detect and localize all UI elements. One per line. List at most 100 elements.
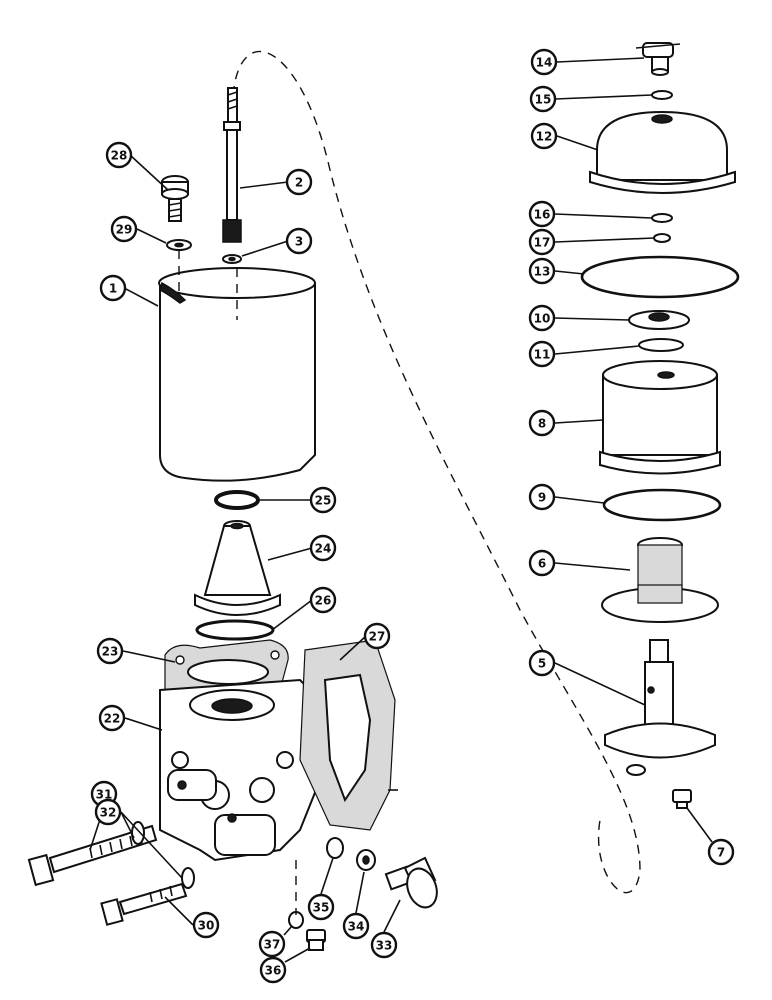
callout-24: 24 — [309, 534, 337, 562]
leader-lines — [89, 57, 713, 963]
callout-label: 35 — [313, 901, 330, 915]
assembly-dashed-path — [232, 51, 641, 894]
part-10-retainer — [628, 310, 690, 330]
part-27-gasket — [299, 639, 398, 831]
callout-label: 3 — [295, 235, 303, 249]
part-15-washer — [651, 90, 673, 100]
callout-circle — [105, 141, 133, 169]
callout-circle — [528, 228, 556, 256]
callout-label: 14 — [536, 56, 553, 70]
callout-10: 10 — [528, 304, 556, 332]
callout-label: 25 — [315, 494, 332, 508]
callout-12: 12 — [530, 122, 558, 150]
callout-circle — [98, 704, 126, 732]
part-9-o-ring — [602, 488, 722, 522]
callout-circle — [528, 304, 556, 332]
callout-circle — [707, 838, 735, 866]
callout-2: 2 — [285, 168, 313, 196]
callout-28: 28 — [105, 141, 133, 169]
callout-label: 22 — [104, 712, 121, 726]
callout-circle — [370, 931, 398, 959]
callout-label: 9 — [538, 491, 546, 505]
callout-26: 26 — [309, 586, 337, 614]
callout-label: 29 — [116, 223, 133, 237]
callout-circle — [96, 637, 124, 665]
callout-1: 1 — [99, 274, 127, 302]
callout-label: 1 — [109, 282, 117, 296]
callout-circle — [307, 893, 335, 921]
callout-label: 27 — [369, 630, 386, 644]
callout-circle — [99, 274, 127, 302]
callout-label: 24 — [315, 542, 332, 556]
callout-label: 31 — [96, 788, 113, 802]
part-36-plug — [306, 929, 326, 951]
callout-label: 2 — [295, 176, 303, 190]
callout-circle — [285, 227, 313, 255]
callout-circle — [342, 912, 370, 940]
callout-3: 3 — [285, 227, 313, 255]
callout-label: 37 — [264, 938, 281, 952]
callout-label: 15 — [535, 93, 552, 107]
callout-circle — [285, 168, 313, 196]
callout-37: 37 — [258, 930, 286, 958]
part-17-washer — [653, 233, 671, 243]
callout-circle — [259, 956, 287, 984]
callout-30: 30 — [192, 911, 220, 939]
callout-circle — [94, 798, 122, 826]
callout-label: 26 — [315, 594, 332, 608]
callout-circle — [110, 215, 138, 243]
callout-25: 25 — [309, 486, 337, 514]
part-35-washer — [326, 837, 344, 859]
callout-circle — [528, 649, 556, 677]
part-6-sleeve — [601, 537, 719, 623]
callout-6: 6 — [528, 549, 556, 577]
callout-36: 36 — [259, 956, 287, 984]
callout-5: 5 — [528, 649, 556, 677]
callout-label: 32 — [100, 806, 117, 820]
callout-circle — [258, 930, 286, 958]
callout-29: 29 — [110, 215, 138, 243]
part-32-washer-lower — [181, 867, 195, 889]
callout-layer: 1235678910111213141516172223242526272829… — [90, 48, 735, 984]
callout-label: 12 — [536, 130, 553, 144]
callout-32: 32 — [94, 798, 122, 826]
callout-34: 34 — [342, 912, 370, 940]
callout-circle — [528, 340, 556, 368]
part-1-filter-bowl — [158, 250, 316, 482]
callout-circle — [528, 549, 556, 577]
callout-27: 27 — [363, 622, 391, 650]
callout-circle — [529, 85, 557, 113]
callout-label: 23 — [102, 645, 119, 659]
part-5-center-tube — [604, 639, 716, 776]
callout-circle — [530, 48, 558, 76]
callout-22: 22 — [98, 704, 126, 732]
callout-circle — [528, 257, 556, 285]
callout-9: 9 — [528, 483, 556, 511]
callout-label: 7 — [717, 846, 725, 860]
callout-circle — [528, 409, 556, 437]
callout-label: 17 — [534, 236, 551, 250]
part-8-filter-element — [599, 360, 721, 475]
part-30-bolt — [100, 882, 188, 926]
part-33-banjo-bolt — [384, 856, 438, 909]
callout-circle — [530, 122, 558, 150]
callout-label: 11 — [534, 348, 551, 362]
callout-8: 8 — [528, 409, 556, 437]
callout-16: 16 — [528, 200, 556, 228]
callout-circle — [363, 622, 391, 650]
callout-label: 5 — [538, 657, 546, 671]
callout-7: 7 — [707, 838, 735, 866]
callout-15: 15 — [529, 85, 557, 113]
callout-35: 35 — [307, 893, 335, 921]
callout-13: 13 — [528, 257, 556, 285]
callout-label: 34 — [348, 920, 365, 934]
part-28-bolt — [161, 175, 189, 222]
callout-label: 30 — [198, 919, 215, 933]
callout-11: 11 — [528, 340, 556, 368]
part-22-filter-head — [159, 678, 321, 862]
part-31-long-bolt — [27, 824, 158, 887]
callout-circle — [528, 200, 556, 228]
part-34-washer-hole — [362, 855, 370, 865]
part-26-o-ring — [195, 619, 275, 641]
part-13-o-ring — [580, 255, 740, 299]
